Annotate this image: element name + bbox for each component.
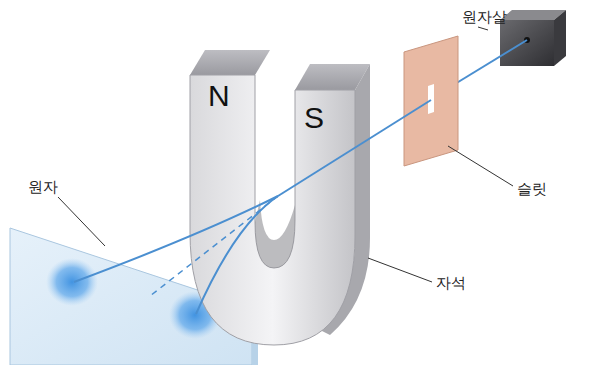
atom-label: 원자 — [28, 178, 58, 196]
pole-letter: S — [304, 100, 324, 136]
beam-label: 원자살 — [462, 8, 507, 26]
pole-letter: N — [208, 78, 230, 114]
magnet-label: 자석 — [436, 274, 466, 292]
slit-label: 슬릿 — [517, 180, 547, 198]
